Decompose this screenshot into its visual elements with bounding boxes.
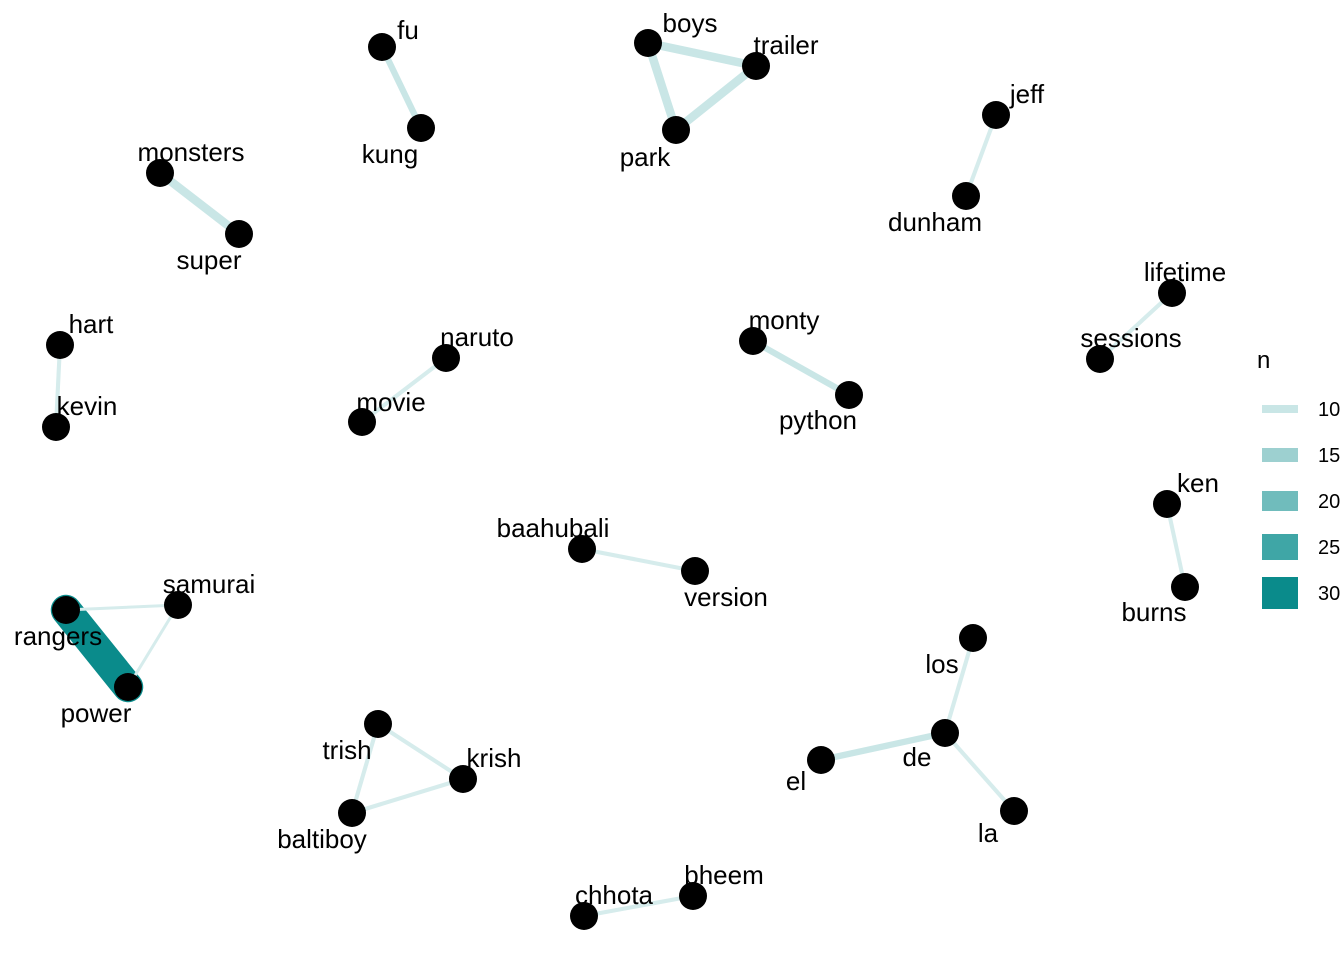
node-label-power: power — [61, 698, 132, 728]
node-version[interactable] — [681, 557, 709, 585]
node-boys[interactable] — [634, 29, 662, 57]
edge-de-el — [817, 729, 949, 764]
legend-label-25: 25 — [1318, 537, 1340, 559]
edge-de-la — [942, 730, 1017, 814]
legend-title: n — [1257, 347, 1270, 374]
node-dunham[interactable] — [952, 182, 980, 210]
node-label-rangers: rangers — [14, 621, 102, 651]
edge-monsters-super — [155, 168, 244, 239]
node-label-boys: boys — [663, 8, 718, 38]
node-label-bheem: bheem — [684, 860, 764, 890]
legend-items: 10 15 20 25 30 — [1262, 399, 1340, 609]
node-power[interactable] — [114, 673, 142, 701]
legend: n 10 15 20 25 30 — [1257, 347, 1340, 609]
node-python[interactable] — [835, 381, 863, 409]
edge-trailer-park — [671, 61, 761, 135]
node-baltiboy[interactable] — [338, 799, 366, 827]
node-trailer[interactable] — [742, 52, 770, 80]
node-el[interactable] — [807, 746, 835, 774]
node-label-ken: ken — [1177, 468, 1219, 498]
node-label-baltiboy: baltiboy — [277, 824, 367, 854]
node-label-trish: trish — [322, 735, 371, 765]
edge-krish-baltiboy — [349, 776, 466, 816]
edge-rangers-samurai — [64, 603, 180, 612]
edge-baahubali-version — [579, 546, 698, 574]
node-fu[interactable] — [368, 33, 396, 61]
node-label-krish: krish — [467, 743, 522, 773]
node-lifetime[interactable] — [1158, 279, 1186, 307]
edge-boys-trailer — [643, 38, 761, 71]
legend-label-20: 20 — [1318, 491, 1340, 513]
legend-label-30: 30 — [1318, 583, 1340, 605]
node-trish[interactable] — [364, 710, 392, 738]
node-movie[interactable] — [348, 408, 376, 436]
node-label-version: version — [684, 582, 768, 612]
legend-label-10: 10 — [1318, 399, 1340, 421]
node-label-kung: kung — [362, 139, 418, 169]
node-park[interactable] — [662, 116, 690, 144]
node-label-lifetime: lifetime — [1144, 257, 1226, 287]
node-label-monsters: monsters — [138, 137, 245, 167]
node-label-dunham: dunham — [888, 207, 982, 237]
node-los[interactable] — [959, 624, 987, 652]
node-label-burns: burns — [1121, 597, 1186, 627]
node-label-movie: movie — [356, 387, 425, 417]
edge-trish-baltiboy — [349, 721, 381, 816]
node-label-samurai: samurai — [163, 569, 255, 599]
edge-jeff-dunham — [963, 112, 999, 199]
node-ken[interactable] — [1153, 490, 1181, 518]
node-label-hart: hart — [69, 309, 115, 339]
node-label-la: la — [978, 818, 999, 848]
node-kung[interactable] — [407, 114, 435, 142]
node-label-kevin: kevin — [57, 391, 118, 421]
node-rangers[interactable] — [52, 596, 80, 624]
node-naruto[interactable] — [432, 344, 460, 372]
node-label-de: de — [903, 742, 932, 772]
node-de[interactable] — [931, 719, 959, 747]
edge-fu-kung — [378, 43, 425, 132]
node-kevin[interactable] — [42, 413, 70, 441]
edge-rangers-power — [50, 594, 144, 703]
node-label-baahubali: baahubali — [497, 513, 610, 543]
edge-monty-python — [749, 337, 853, 399]
node-burns[interactable] — [1171, 573, 1199, 601]
node-krish[interactable] — [449, 765, 477, 793]
nodes-layer — [42, 29, 1199, 930]
edge-ken-burns — [1164, 501, 1188, 590]
node-label-naruto: naruto — [440, 322, 514, 352]
node-label-python: python — [779, 405, 857, 435]
node-label-sessions: sessions — [1080, 323, 1181, 353]
node-jeff[interactable] — [982, 101, 1010, 129]
node-label-chhota: chhota — [575, 880, 654, 910]
node-hart[interactable] — [46, 331, 74, 359]
node-monsters[interactable] — [146, 159, 174, 187]
node-monty[interactable] — [739, 327, 767, 355]
edge-los-de — [942, 635, 976, 736]
node-bheem[interactable] — [679, 882, 707, 910]
node-samurai[interactable] — [164, 591, 192, 619]
labels-layer: fu kung boys trailer park jeff dunham monsters s… — [14, 8, 1226, 910]
legend-label-15: 15 — [1318, 445, 1340, 467]
node-label-fu: fu — [397, 15, 419, 45]
edge-lifetime-sessions — [1097, 290, 1175, 362]
node-label-super: super — [176, 245, 241, 275]
edge-boys-park — [643, 38, 681, 135]
edge-samurai-power — [126, 603, 180, 689]
node-chhota[interactable] — [570, 902, 598, 930]
node-label-el: el — [786, 766, 806, 796]
node-label-park: park — [620, 142, 672, 172]
node-baahubali[interactable] — [568, 535, 596, 563]
node-label-monty: monty — [749, 305, 820, 335]
node-sessions[interactable] — [1086, 345, 1114, 373]
node-label-jeff: jeff — [1009, 79, 1045, 109]
edge-naruto-movie — [359, 355, 449, 425]
node-label-trailer: trailer — [753, 30, 818, 60]
edges-layer — [50, 38, 1188, 919]
edge-chhota-bheem — [581, 893, 696, 919]
node-super[interactable] — [225, 220, 253, 248]
node-la[interactable] — [1000, 797, 1028, 825]
edge-trish-krish — [375, 721, 466, 782]
node-label-los: los — [925, 649, 958, 679]
